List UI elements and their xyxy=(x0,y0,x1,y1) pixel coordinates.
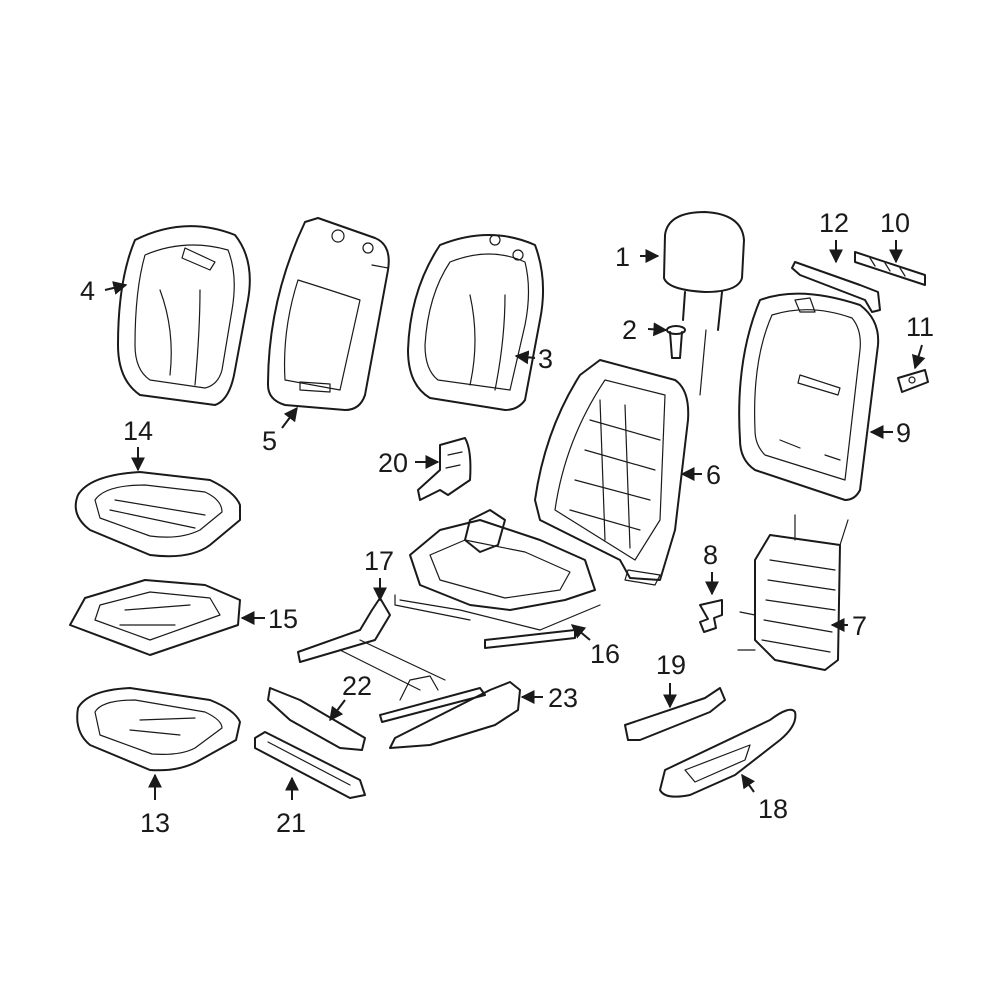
part-16-seat-frame xyxy=(394,509,601,649)
callout-15: 15 xyxy=(268,604,298,634)
part-10-clip-strip xyxy=(854,251,926,286)
part-5-backrest-pad xyxy=(267,217,390,411)
callout-12: 12 xyxy=(819,208,849,238)
callout-10: 10 xyxy=(880,208,910,238)
callout-9: 9 xyxy=(896,418,911,448)
part-6-backrest-frame xyxy=(534,359,690,586)
callout-17: 17 xyxy=(364,546,394,576)
callout-18: 18 xyxy=(758,794,788,824)
part-18-side-panel xyxy=(659,708,797,798)
callout-23: 23 xyxy=(548,683,578,713)
callout-14: 14 xyxy=(123,416,153,446)
part-13-seat-pan xyxy=(76,687,241,772)
callout-19: 19 xyxy=(656,650,686,680)
part-23-rail-cover xyxy=(389,681,521,749)
part-14-seat-cushion-cover xyxy=(74,471,241,558)
callout-1: 1 xyxy=(615,242,630,272)
part-3-backrest-trim xyxy=(407,234,544,411)
callout-labels: 1 2 3 4 5 6 7 8 9 10 11 12 13 14 15 16 1… xyxy=(80,208,934,838)
callout-3: 3 xyxy=(538,344,553,374)
callout-16: 16 xyxy=(590,639,620,669)
callout-8: 8 xyxy=(703,540,718,570)
part-8-clip xyxy=(699,599,723,633)
part-20-side-bracket xyxy=(417,437,472,501)
callout-22: 22 xyxy=(342,671,372,701)
callout-2: 2 xyxy=(622,315,637,345)
part-17-seat-rails xyxy=(297,597,486,723)
callout-7: 7 xyxy=(852,611,867,641)
leader-lines xyxy=(104,240,926,800)
callout-20: 20 xyxy=(378,448,408,478)
part-2-headrest-guide xyxy=(666,325,686,359)
part-11-clip xyxy=(897,369,929,393)
part-15-seat-cushion-pad xyxy=(69,579,241,656)
part-12-trim-strip xyxy=(791,261,881,313)
callout-6: 6 xyxy=(706,460,721,490)
callout-13: 13 xyxy=(140,808,170,838)
part-19-seat-lever xyxy=(624,687,726,741)
callout-5: 5 xyxy=(262,426,277,456)
callout-11: 11 xyxy=(906,312,934,342)
callout-21: 21 xyxy=(276,808,306,838)
part-9-backrest-rear-panel xyxy=(738,292,880,501)
part-7-lumbar-support xyxy=(737,514,849,671)
part-1-headrest xyxy=(663,211,745,396)
part-4-backrest-cover xyxy=(117,225,251,406)
callout-4: 4 xyxy=(80,276,95,306)
part-22-side-trim xyxy=(267,687,366,751)
part-21-front-trim xyxy=(254,731,366,799)
